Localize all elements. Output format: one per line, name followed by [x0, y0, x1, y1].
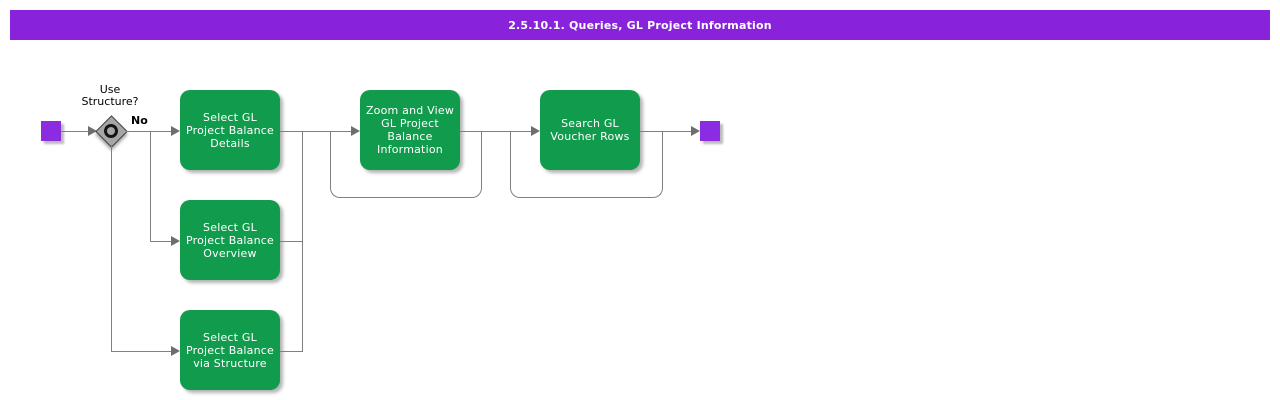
arrowhead-icon: [171, 346, 180, 356]
diagram-title: 2.5.10.1. Queries, GL Project Informatio…: [508, 18, 772, 32]
arrowhead-icon: [88, 126, 97, 136]
start-node: [41, 121, 61, 141]
activity-select-gl-project-balance-overview[interactable]: Select GL Project Balance Overview: [180, 200, 280, 280]
connector-line: [640, 130, 692, 132]
end-node: [700, 121, 720, 141]
connector-line: [460, 130, 532, 132]
activity-zoom-and-view-gl-project-balance-information[interactable]: Zoom and View GL Project Balance Informa…: [360, 90, 460, 170]
activity-select-gl-project-balance-via-structure[interactable]: Select GL Project Balance via Structure: [180, 310, 280, 390]
connector-line: [149, 131, 151, 241]
connector-line: [111, 350, 172, 352]
no-branch-label: No: [131, 114, 148, 127]
arrowhead-icon: [691, 126, 700, 136]
repeat-loop-outline: [510, 131, 663, 198]
arrowhead-icon: [351, 126, 360, 136]
activity-select-gl-project-balance-details[interactable]: Select GL Project Balance Details: [180, 90, 280, 170]
diagram-title-bar: 2.5.10.1. Queries, GL Project Informatio…: [10, 10, 1270, 40]
repeat-loop-outline: [330, 131, 482, 198]
inclusive-gateway-circle-icon: [104, 124, 118, 138]
connector-line: [110, 145, 112, 351]
connector-line: [280, 240, 303, 242]
connector-line: [61, 130, 90, 132]
connector-line: [126, 130, 172, 132]
arrowhead-icon: [171, 236, 180, 246]
arrowhead-icon: [171, 126, 180, 136]
connector-line: [301, 131, 303, 351]
decision-question-label: Use Structure?: [81, 83, 139, 108]
connector-line: [280, 130, 303, 132]
connector-line: [150, 240, 172, 242]
connector-line: [303, 130, 352, 132]
arrowhead-icon: [531, 126, 540, 136]
activity-search-gl-voucher-rows[interactable]: Search GL Voucher Rows: [540, 90, 640, 170]
connector-line: [280, 350, 303, 352]
